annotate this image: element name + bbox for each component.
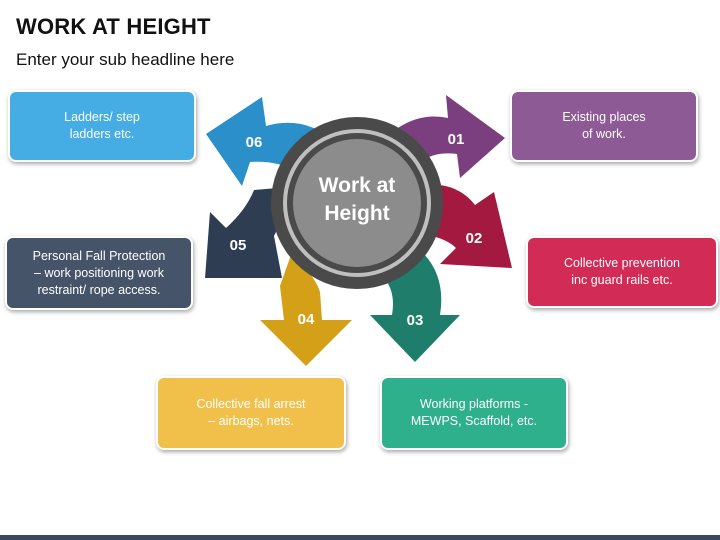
hub-inner-circle (293, 139, 421, 267)
arrow-01-number: 01 (448, 131, 465, 148)
item-box-06: Ladders/ step ladders etc. (8, 90, 196, 162)
item-box-04: Collective fall arrest – airbags, nets. (156, 376, 346, 450)
footer-bar (0, 535, 720, 540)
arrow-02-number: 02 (466, 230, 483, 247)
hub-ring-highlight (283, 129, 431, 277)
item-box-05: Personal Fall Protection – work position… (5, 236, 193, 310)
page-subtitle: Enter your sub headline here (16, 50, 235, 69)
arrow-04-number: 04 (298, 311, 315, 328)
arrow-03-number: 03 (407, 312, 424, 329)
arrow-04 (260, 252, 352, 366)
arrow-05 (205, 188, 282, 278)
item-box-01: Existing places of work. (510, 90, 698, 162)
item-text-05: Personal Fall Protection – work position… (32, 248, 166, 297)
item-text-02: Collective prevention inc guard rails et… (563, 256, 681, 287)
arrow-02 (432, 185, 512, 268)
item-text-04: Collective fall arrest – airbags, nets. (196, 397, 306, 428)
arrow-06-number: 06 (246, 134, 263, 151)
item-box-03: Working platforms - MEWPS, Scaffold, etc… (380, 376, 568, 450)
arrow-05-number: 05 (230, 237, 247, 254)
page-title: WORK AT HEIGHT (16, 14, 211, 39)
item-box-02: Collective prevention inc guard rails et… (526, 236, 718, 308)
item-text-01: Existing places of work. (562, 110, 646, 141)
item-text-03: Working platforms - MEWPS, Scaffold, etc… (410, 397, 538, 428)
item-text-06: Ladders/ step ladders etc. (64, 110, 140, 141)
